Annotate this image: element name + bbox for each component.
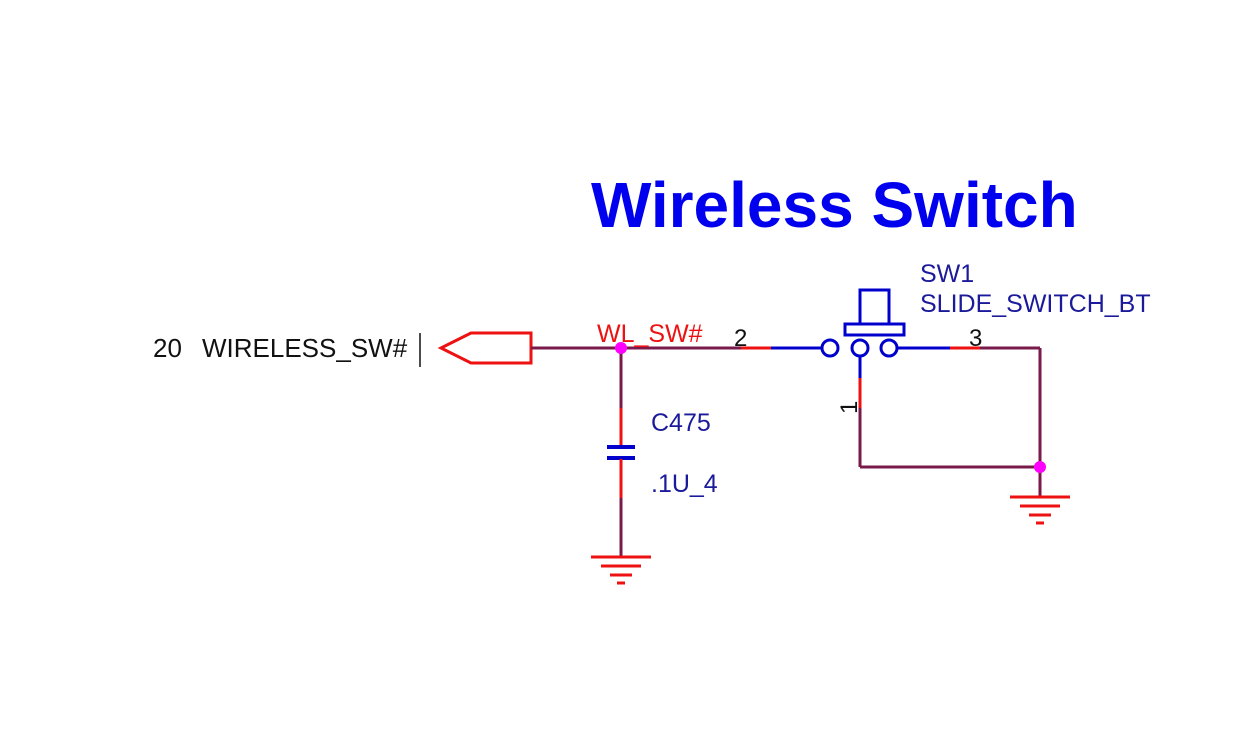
offpage-connector[interactable] bbox=[437, 331, 533, 365]
switch-contact-3 bbox=[879, 338, 899, 358]
switch-pin3-number: 3 bbox=[969, 325, 982, 352]
slide-switch-symbol[interactable] bbox=[820, 288, 906, 358]
switch-slider bbox=[843, 322, 906, 337]
switch-pin1-number: 1 bbox=[836, 401, 863, 414]
ground-symbol-switch bbox=[1010, 495, 1070, 525]
capacitor-refdes: C475 bbox=[651, 409, 711, 437]
offpage-pin-number: 20 bbox=[153, 333, 182, 363]
switch-part-name: SLIDE_SWITCH_BT bbox=[920, 290, 1151, 318]
switch-pin2-number: 2 bbox=[734, 325, 747, 352]
switch-contact-1 bbox=[850, 338, 870, 358]
junction-dot-cap bbox=[615, 342, 627, 354]
net-label-wl-sw[interactable]: WL_SW# bbox=[597, 320, 703, 348]
switch-refdes: SW1 bbox=[920, 260, 974, 288]
capacitor-value: .1U_4 bbox=[651, 470, 718, 498]
switch-contact-2 bbox=[820, 338, 840, 358]
switch-actuator bbox=[858, 288, 891, 326]
diagram-title: Wireless Switch bbox=[591, 169, 1078, 241]
ground-symbol-cap bbox=[591, 555, 651, 585]
offpage-net-name: WIRELESS_SW# bbox=[202, 333, 408, 363]
junction-dot-ground bbox=[1034, 461, 1046, 473]
